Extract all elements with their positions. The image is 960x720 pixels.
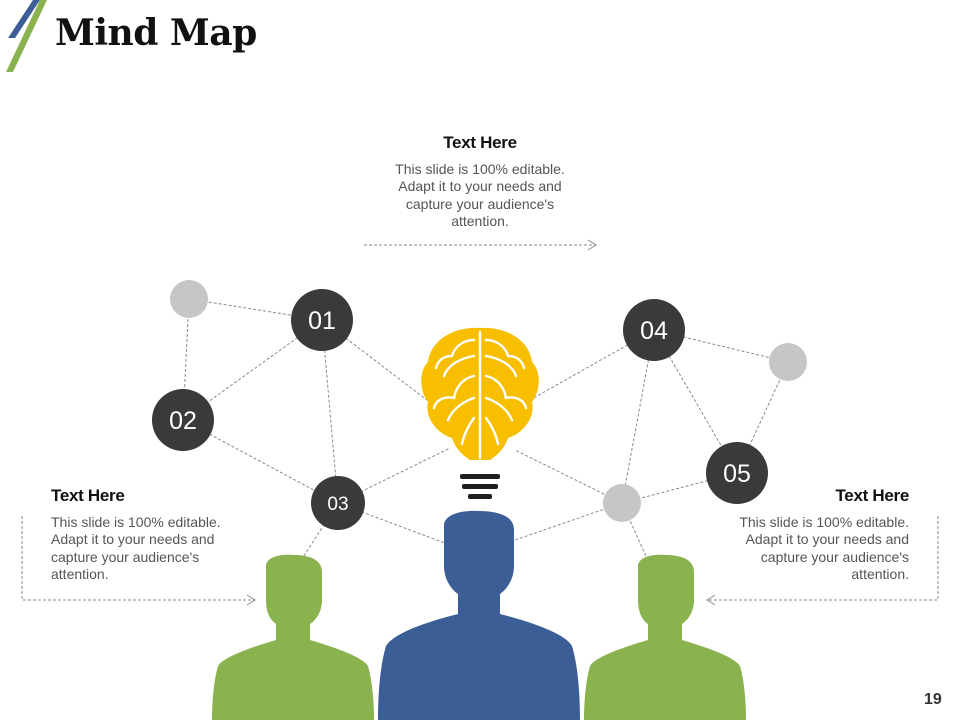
body-line: This slide is 100% editable. [51, 513, 221, 530]
text-block-body: This slide is 100% editable. Adapt it to… [710, 514, 909, 584]
node-03-label: 03 [327, 494, 348, 515]
node-04-label: 04 [640, 317, 668, 345]
text-block-heading: Text Here [51, 486, 125, 505]
node-02-label: 02 [169, 407, 197, 435]
text-block-body: This slide is 100% editable. Adapt it to… [51, 514, 251, 584]
text-block-heading: Text Here [835, 486, 909, 505]
person-silhouette-icon [212, 554, 374, 720]
body-line: Adapt it to your needs and [51, 531, 215, 547]
gray-node [769, 343, 807, 381]
callout-arrows [21, 239, 939, 606]
page-number: 19 [924, 691, 942, 708]
text-block-left: Text Here This slide is 100% editable. A… [51, 487, 251, 584]
accent-stripe-green [6, 0, 47, 72]
connector-line [621, 329, 655, 504]
top-arrow-head [587, 239, 597, 251]
right-arrow-head [706, 594, 716, 606]
left-arrow-head [246, 594, 256, 606]
text-block-top: Text Here This slide is 100% editable. A… [380, 134, 580, 231]
gray-node [603, 484, 641, 522]
accent-stripe-blue [8, 0, 40, 38]
body-line: This slide is 100% editable. [739, 513, 909, 530]
node-04: 04 [623, 299, 685, 361]
body-line: capture your audience's [760, 548, 909, 565]
connector-line [514, 502, 623, 541]
brain-lightbulb-icon [421, 327, 539, 499]
body-line: Adapt it to your needs and [745, 531, 909, 547]
left-arrow-line [21, 516, 255, 601]
text-block-right: Text Here This slide is 100% editable. A… [710, 487, 909, 584]
text-block-heading: Text Here [443, 133, 517, 152]
node-01: 01 [291, 289, 353, 351]
slide-title: Mind Map [55, 12, 257, 54]
node-05-label: 05 [723, 460, 751, 488]
node-02: 02 [152, 389, 214, 451]
body-line: Adapt it to your needs and [398, 178, 562, 194]
body-line: capture your audience's [405, 195, 555, 212]
gray-node [170, 280, 208, 318]
person-silhouette-icon [584, 554, 746, 720]
body-line: capture your audience's [51, 548, 200, 565]
node-03: 03 [311, 476, 365, 530]
person-silhouette-icon [378, 510, 580, 720]
body-line: attention. [51, 566, 109, 582]
title-accent-stripes [6, 0, 47, 72]
body-line: This slide is 100% editable. [395, 160, 565, 177]
text-block-body: This slide is 100% editable. Adapt it to… [380, 161, 580, 231]
connector-line [182, 419, 339, 504]
node-05: 05 [706, 442, 768, 504]
body-line: attention. [451, 213, 509, 229]
connector-line [529, 329, 655, 401]
right-arrow-line [707, 516, 939, 601]
node-01-label: 01 [308, 307, 336, 335]
body-line: attention. [851, 566, 909, 582]
